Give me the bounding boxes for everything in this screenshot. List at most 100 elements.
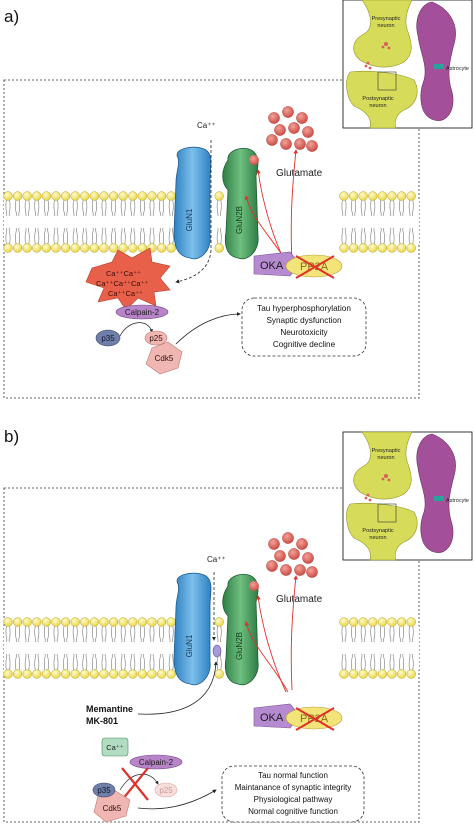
lipid-tail bbox=[220, 625, 222, 643]
lipid-tail bbox=[66, 227, 68, 245]
postsynaptic-label-1: Postsynaptic bbox=[362, 528, 393, 534]
lipid-tail bbox=[82, 653, 84, 671]
lipid-head bbox=[70, 617, 80, 627]
gluN1-label: GluN1 bbox=[185, 208, 194, 231]
lipid-tail bbox=[92, 199, 94, 217]
lipid-tail bbox=[172, 653, 174, 671]
p35-to-p25-arrow bbox=[119, 322, 153, 337]
lipid-head bbox=[51, 617, 61, 627]
lipid-head bbox=[32, 191, 42, 201]
lipid-tail bbox=[47, 653, 49, 671]
lipid-tail bbox=[111, 199, 113, 217]
lipid-tail bbox=[389, 199, 392, 217]
lipid-head bbox=[12, 243, 23, 253]
panel-b: b) GluN1 GluN2B Ca⁺⁺ Glutamate OKA PP2A bbox=[3, 427, 473, 823]
drug-to-channel-arrow bbox=[137, 661, 218, 715]
lipid-tail bbox=[85, 625, 88, 643]
lipid-tail bbox=[168, 199, 171, 217]
lipid-head bbox=[12, 191, 23, 201]
lipid-tail bbox=[370, 199, 372, 217]
presynaptic-neuron bbox=[353, 431, 413, 500]
lipid-tail bbox=[56, 625, 59, 643]
lipid-tail bbox=[47, 227, 49, 245]
lipid-head bbox=[108, 669, 119, 679]
lipid-tail bbox=[133, 199, 136, 217]
lipid-head bbox=[358, 191, 368, 201]
lipid-head bbox=[118, 243, 128, 253]
lipid-head bbox=[60, 669, 71, 679]
lipid-tail bbox=[5, 199, 8, 217]
synapse-inset: Presynaptic neuron Postsynaptic neuron A… bbox=[342, 431, 473, 561]
lipid-tail bbox=[120, 227, 123, 245]
glutamate-molecule bbox=[274, 550, 286, 562]
lipid-head bbox=[137, 669, 148, 679]
astrocyte-transporter bbox=[434, 496, 444, 501]
lipid-tail bbox=[76, 625, 78, 643]
lipid-tail bbox=[114, 227, 116, 245]
lipid-tail bbox=[399, 199, 401, 217]
lipid-head bbox=[60, 191, 71, 201]
lipid-tail bbox=[15, 653, 17, 671]
gluN1-label: GluN1 bbox=[185, 634, 194, 657]
outcomes-box: Tau normal function Maintanance of synap… bbox=[221, 765, 365, 823]
lipid-tail bbox=[380, 653, 382, 671]
lipid-tail bbox=[66, 199, 68, 217]
lipid-tail bbox=[133, 653, 136, 671]
lipid-tail bbox=[392, 227, 395, 245]
lipid-tail bbox=[152, 199, 155, 217]
lipid-head bbox=[348, 191, 359, 201]
lipid-tail bbox=[124, 199, 126, 217]
calpain-label: Calpain-2 bbox=[139, 758, 174, 767]
lipid-tail bbox=[104, 199, 107, 217]
lipid-tail bbox=[408, 199, 411, 217]
p25-cdk5-node: Cdk5 p25 bbox=[144, 330, 183, 375]
lipid-head bbox=[118, 617, 128, 627]
lipid-head bbox=[51, 669, 61, 679]
lipid-tail bbox=[66, 653, 68, 671]
glutamate-molecule bbox=[280, 564, 292, 576]
astrocyte-label: Astrocyte bbox=[446, 66, 469, 72]
lipid-tail bbox=[15, 227, 17, 245]
lipid-tail bbox=[72, 625, 75, 643]
lipid-tail bbox=[354, 227, 356, 245]
lipid-head bbox=[406, 617, 416, 627]
glutamate-cluster bbox=[266, 106, 318, 152]
gluN2B-receptor: GluN2B bbox=[222, 573, 259, 686]
lipid-head bbox=[387, 617, 397, 627]
lipid-head bbox=[368, 617, 378, 627]
lipid-tail bbox=[351, 227, 353, 245]
glutamate-molecule bbox=[280, 138, 292, 150]
lipid-tail bbox=[159, 625, 161, 643]
synapse-inset: Presynaptic neuron Postsynaptic neuron A… bbox=[342, 0, 473, 129]
glutamate-molecule bbox=[288, 548, 300, 560]
lipid-tail bbox=[53, 227, 56, 245]
lipid-tail bbox=[143, 653, 145, 671]
lipid-head bbox=[156, 669, 167, 679]
lipid-head bbox=[22, 243, 32, 253]
lipid-tail bbox=[344, 227, 347, 245]
lipid-tail bbox=[130, 199, 132, 217]
lipid-head bbox=[128, 669, 138, 679]
lipid-head bbox=[348, 617, 359, 627]
glutamate-molecule bbox=[266, 560, 278, 572]
drug-label-2: MK-801 bbox=[86, 716, 118, 726]
lipid-tail bbox=[389, 625, 392, 643]
lipid-tail bbox=[37, 625, 40, 643]
lipid-tail bbox=[8, 227, 11, 245]
ca-cluster-line-3: Ca⁺⁺Ca⁺⁺ bbox=[108, 289, 143, 298]
lipid-tail bbox=[344, 199, 347, 217]
lipid-head bbox=[80, 617, 90, 627]
lipid-tail bbox=[76, 227, 78, 245]
lipid-tail bbox=[82, 625, 84, 643]
lipid-tail bbox=[159, 227, 161, 245]
outcome-2: Synaptic dysfunction bbox=[266, 316, 342, 325]
lipid-head bbox=[214, 191, 224, 201]
glutamate-cluster bbox=[266, 532, 318, 578]
lipid-tail bbox=[111, 227, 113, 245]
lipid-tail bbox=[412, 199, 414, 217]
lipid-tail bbox=[383, 199, 385, 217]
lipid-head bbox=[118, 191, 128, 201]
lipid-tail bbox=[149, 199, 152, 217]
lipid-head bbox=[137, 617, 148, 627]
lipid-tail bbox=[216, 625, 219, 643]
